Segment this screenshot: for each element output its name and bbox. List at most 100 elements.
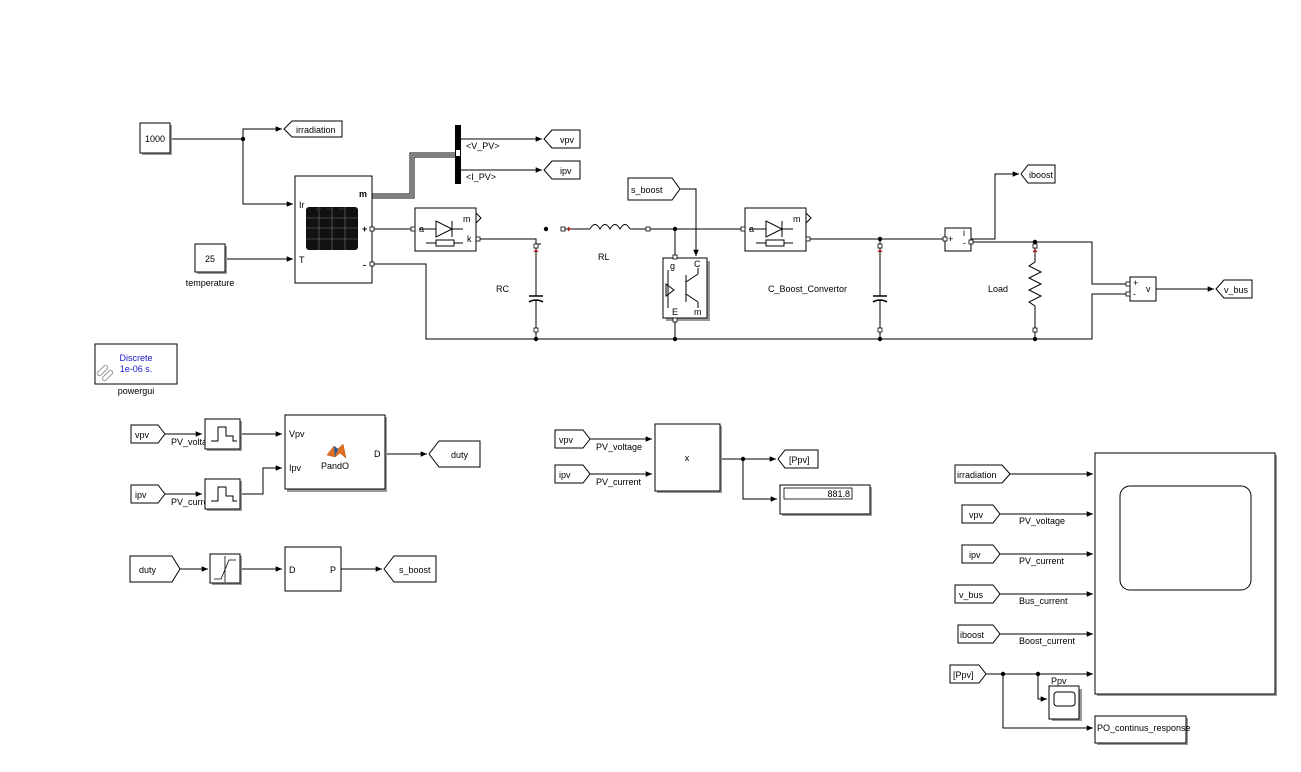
powergui-label: powergui — [118, 386, 155, 396]
product-symbol: x — [685, 453, 690, 463]
pv-current-signal-label-3: PV_current — [1019, 556, 1065, 566]
voltmeter-minus: - — [1133, 289, 1136, 299]
svg-text:k: k — [467, 234, 472, 244]
goto-iboost-tag[interactable]: iboost — [1020, 164, 1056, 184]
from-vpv-scope-label: vpv — [969, 510, 984, 520]
matlab-icon — [326, 443, 347, 459]
from-ipv-product-tag[interactable]: ipv — [554, 464, 591, 484]
load-resistor-block[interactable] — [1027, 243, 1043, 333]
from-vpv-tag[interactable]: vpv — [130, 424, 166, 444]
from-v-bus-tag[interactable]: v_bus — [954, 584, 1001, 604]
power-display-block[interactable]: 881.8 — [779, 484, 872, 516]
main-scope-block[interactable] — [1094, 452, 1277, 696]
goto-s-boost-label: s_boost — [399, 565, 431, 575]
powergui-block[interactable]: Discrete 1e-06 s. — [94, 343, 178, 385]
load-label: Load — [988, 284, 1008, 294]
from-irradiation-tag[interactable]: irradiation — [954, 464, 1011, 484]
diode2-port-m: m — [793, 214, 801, 224]
temperature-block-label: temperature — [186, 278, 235, 288]
from-ppv-tag[interactable]: [Ppv] — [949, 664, 987, 684]
goto-irradiation-tag[interactable]: irradiation — [283, 120, 343, 138]
ppv-scope-label: Ppv — [1051, 676, 1067, 686]
goto-ppv-tag[interactable]: [Ppv] — [777, 449, 819, 469]
goto-vpv-tag[interactable]: vpv — [543, 129, 581, 149]
irradiance-constant-block[interactable]: 1000 — [139, 122, 172, 155]
zero-order-hold-current-block[interactable] — [204, 478, 242, 511]
from-ipv-scope-tag[interactable]: ipv — [961, 544, 1001, 564]
from-irradiation-label: irradiation — [957, 470, 997, 480]
saturation-block[interactable] — [209, 553, 242, 585]
pv-port-ir: Ir — [299, 200, 305, 210]
bus-selector-i-pv: <I_PV> — [466, 172, 496, 182]
product-block[interactable]: x — [654, 423, 722, 493]
rl-label: RL — [598, 252, 610, 262]
pwm-generator-block[interactable]: D P — [284, 546, 342, 592]
goto-duty-label: duty — [451, 450, 469, 460]
pv-port-t: T — [299, 255, 305, 265]
ipv-tag-label: ipv — [560, 166, 572, 176]
from-vpv-scope-tag[interactable]: vpv — [961, 504, 1001, 524]
from-ppv-label: [Ppv] — [953, 670, 974, 680]
solar-panel-icon — [306, 207, 358, 250]
powergui-mode: Discrete — [119, 353, 152, 363]
bus-selector-block[interactable] — [455, 125, 461, 184]
from-s-boost-tag[interactable]: s_boost — [627, 177, 681, 201]
igbt-port-c: C — [694, 259, 701, 269]
powergui-sample-time: 1e-06 s. — [120, 364, 153, 374]
bus-selector-v-pv: <V_PV> — [466, 141, 500, 151]
ppv-scope-block[interactable] — [1048, 685, 1082, 721]
boost-diode-block[interactable]: m a — [740, 207, 812, 252]
pv-voltage-signal-label-1: PV_voltage — [171, 437, 217, 447]
igbt-switch-block[interactable]: g C E m — [662, 254, 710, 323]
current-measurement-block[interactable]: + i - — [942, 227, 974, 252]
iboost-tag-label: iboost — [1029, 170, 1054, 180]
rc-label: RC — [496, 284, 509, 294]
pv-current-signal-label-2: PV_current — [596, 477, 642, 487]
pv-voltage-signal-label-3: PV_voltage — [1019, 516, 1065, 526]
pv-port-plus: + — [362, 224, 367, 234]
voltage-measurement-block[interactable]: + - v — [1125, 276, 1157, 302]
signal-lines — [165, 126, 1214, 731]
from-ipv-tag[interactable]: ipv — [130, 484, 166, 504]
junction-dots — [240, 136, 1041, 677]
pv-diode-block[interactable]: m a k — [410, 207, 482, 252]
vpv-tag-label: vpv — [560, 135, 575, 145]
pwm-output-p: P — [330, 565, 336, 575]
pwm-input-d: D — [289, 565, 296, 575]
from-duty-label: duty — [139, 565, 157, 575]
pv-port-minus: - — [363, 260, 366, 270]
pv-current-signal-label-1: PV_current — [171, 497, 217, 507]
goto-v-bus-tag[interactable]: v_bus — [1215, 279, 1253, 299]
rc-capacitor-block[interactable] — [528, 243, 544, 333]
from-iboost-tag[interactable]: iboost — [957, 624, 1001, 644]
zero-order-hold-voltage-block[interactable] — [204, 418, 242, 451]
ammeter-minus: - — [963, 238, 966, 248]
from-vpv-product-label: vpv — [559, 435, 574, 445]
boost-capacitor-block[interactable] — [872, 243, 888, 333]
v-bus-tag-label: v_bus — [1224, 285, 1249, 295]
ammeter-plus: + — [948, 234, 953, 244]
from-ipv-label: ipv — [135, 490, 147, 500]
diode1-port-m: m — [463, 214, 471, 224]
pando-output-d: D — [374, 449, 381, 459]
pando-input-ipv: Ipv — [289, 463, 302, 473]
irradiance-value: 1000 — [145, 134, 165, 144]
goto-duty-tag[interactable]: duty — [428, 440, 481, 468]
goto-s-boost-tag[interactable]: s_boost — [383, 555, 437, 583]
from-duty-tag[interactable]: duty — [129, 555, 181, 583]
from-vpv-product-tag[interactable]: vpv — [554, 429, 591, 449]
temperature-constant-block[interactable]: 25 — [194, 243, 227, 274]
voltmeter-v: v — [1146, 284, 1151, 294]
svg-text:a: a — [419, 224, 424, 234]
pando-input-vpv: Vpv — [289, 429, 305, 439]
rl-inductor-block[interactable] — [560, 224, 651, 232]
goto-ipv-tag[interactable]: ipv — [543, 160, 581, 180]
pv-array-block[interactable]: Ir T m + - — [294, 175, 375, 284]
pando-mppt-block[interactable]: Vpv Ipv D PandO — [284, 414, 387, 492]
from-ipv-product-label: ipv — [559, 470, 571, 480]
svg-text:a: a — [749, 224, 754, 234]
to-workspace-block[interactable]: PO_continus_response — [1094, 715, 1191, 745]
from-vpv-label: vpv — [135, 430, 150, 440]
irradiation-tag-label: irradiation — [296, 125, 336, 135]
